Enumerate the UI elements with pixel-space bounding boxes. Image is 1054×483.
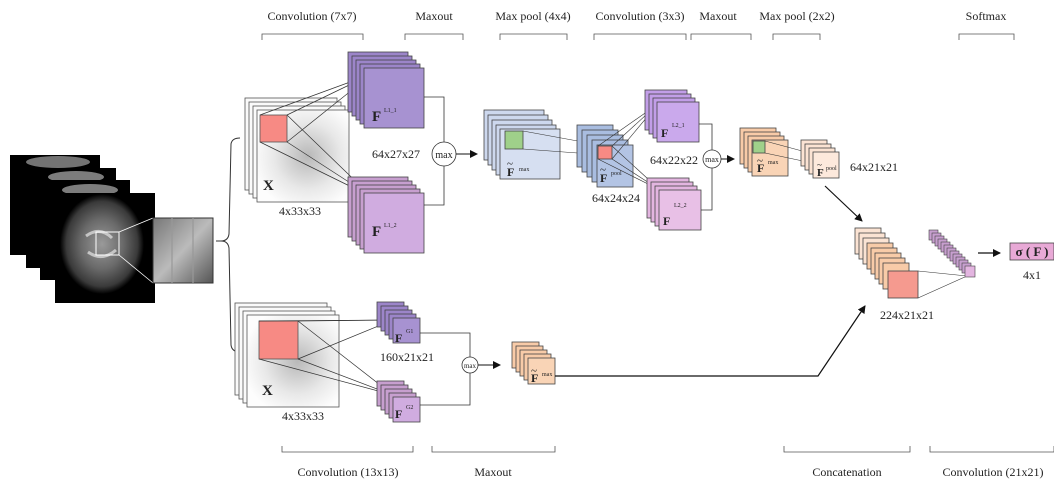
concat-front-map [887,270,919,299]
dim-concat: 224x21x21 [880,308,934,322]
f-label-l1-1: F [372,109,381,125]
bracket-softmax [958,33,1015,40]
dim-out: 4x1 [1023,268,1041,282]
label-conv7: Convolution (7x7) [268,9,357,23]
dim-input-top: 4x33x33 [279,204,321,218]
x-label-bottom: X [262,383,273,399]
label-maxout-b: Maxout [699,9,737,23]
concat-stack [854,227,919,299]
x-label-top: X [263,178,274,194]
label-maxpool2: Max pool (2x2) [759,9,834,23]
sigma-label: σ ( F ) [1016,244,1049,259]
maxout-node-c: max [420,332,501,406]
maxout-c-output-stack: F ~ max [511,341,556,385]
sub-l2-2: L2_2 [674,203,687,209]
mri-input-stack [10,155,214,303]
conv21-stack [928,229,976,278]
tilde-maxout-c: ~ [531,365,537,377]
label-maxout-a: Maxout [415,9,453,23]
sub-l1-2: L1_2 [384,223,397,229]
bracket-maxout-b [690,33,752,40]
label-conv13: Convolution (13x13) [298,465,399,479]
dim-input-bottom: 4x33x33 [282,409,324,423]
receptive-field-bottom [258,320,299,360]
tilde-pool4: ~ [507,158,513,170]
receptive-field-conv3 [597,145,613,160]
f-label-g1: F [395,331,402,345]
dim-l1: 64x27x27 [372,147,420,161]
stage-brackets [261,33,1054,453]
label-maxout-c: Maxout [474,465,512,479]
patch-outline [95,231,120,256]
bracket-conv3 [593,33,687,40]
tilde-conv3-in: ~ [600,164,606,176]
label-softmax: Softmax [966,9,1007,23]
bracket-maxout-a [404,33,464,40]
bracket-concat [783,446,911,453]
pool-window-2x2 [752,140,766,154]
arrow-bottom-to-concat [555,305,866,377]
sub-l1-1: L1_1 [384,108,397,114]
bracket-conv21 [929,446,1054,453]
f-label-maxout-b: F [757,161,764,175]
feature-map-l2-1: F L2_1 [644,89,700,143]
f-label-g2: F [395,407,402,421]
dim-pool2: 64x21x21 [850,160,898,174]
f-label-l2-1: F [661,126,668,140]
softmax-output: σ ( F ) [1009,242,1054,261]
input-stack-bottom: X [234,302,340,408]
label-maxpool4: Max pool (4x4) [495,9,570,23]
f-label-conv3-in: F [600,171,607,185]
conv3-input-stack: F ~ pool [576,124,634,188]
zoomed-patch [152,217,214,284]
tilde-maxout-b: ~ [757,155,763,167]
maxpool2-stack: F ~ pool [800,139,840,179]
sup-max-pool4: max [519,167,529,173]
sup-pool-pool2: pool [826,166,837,172]
feature-map-g1: F G1 [376,301,421,345]
stage-labels: Convolution (7x7) Maxout Max pool (4x4) … [268,9,1044,479]
feature-map-l2-2: F L2_2 [646,177,702,231]
sub-g2: G2 [406,405,413,411]
f-label-l1-2: F [372,224,381,240]
maxout-node-a: max [424,96,478,206]
sub-l2-1: L2_1 [672,123,685,129]
sup-max-maxout-b: max [768,160,778,166]
bracket-conv13 [281,446,414,453]
f-label-pool2: F [817,167,824,179]
label-conv3: Convolution (3x3) [596,9,685,23]
arrow-top-to-concat [824,185,863,222]
f-label-l2-2: F [663,214,670,228]
sup-pool-conv3-in: pool [611,171,622,177]
pool-window-4x4 [504,130,524,150]
maxout-b-output-stack: F ~ max [739,127,789,177]
f-label-pool4: F [507,165,514,179]
maxpool4-stack: F ~ max [483,109,561,180]
sub-g1: G1 [406,329,413,335]
feature-map-l1-1: F L1_1 [347,51,425,129]
bracket-conv7 [261,33,364,40]
max-label-c: max [464,362,477,370]
label-conv21: Convolution (21x21) [943,465,1044,479]
sup-max-maxout-c: max [542,372,552,378]
feature-map-g2: F G2 [376,380,421,423]
receptive-field-top [259,114,288,143]
max-label-b: max [705,155,719,164]
f-label-maxout-c: F [531,371,538,385]
bracket-maxpool2 [772,33,821,40]
max-label-a: max [435,150,452,161]
dim-l2: 64x22x22 [650,153,698,167]
dim-pool4: 64x24x24 [592,191,640,205]
bracket-maxpool4 [499,33,568,40]
dim-g: 160x21x21 [380,350,434,364]
feature-map-l1-2: F L1_2 [347,176,425,254]
brain-image [60,194,144,294]
input-stack-top: X [244,97,350,203]
tilde-pool2: ~ [817,160,822,170]
label-concat: Concatenation [812,465,881,479]
maxout-node-b: max [699,123,735,211]
bracket-maxout-c [431,446,556,453]
